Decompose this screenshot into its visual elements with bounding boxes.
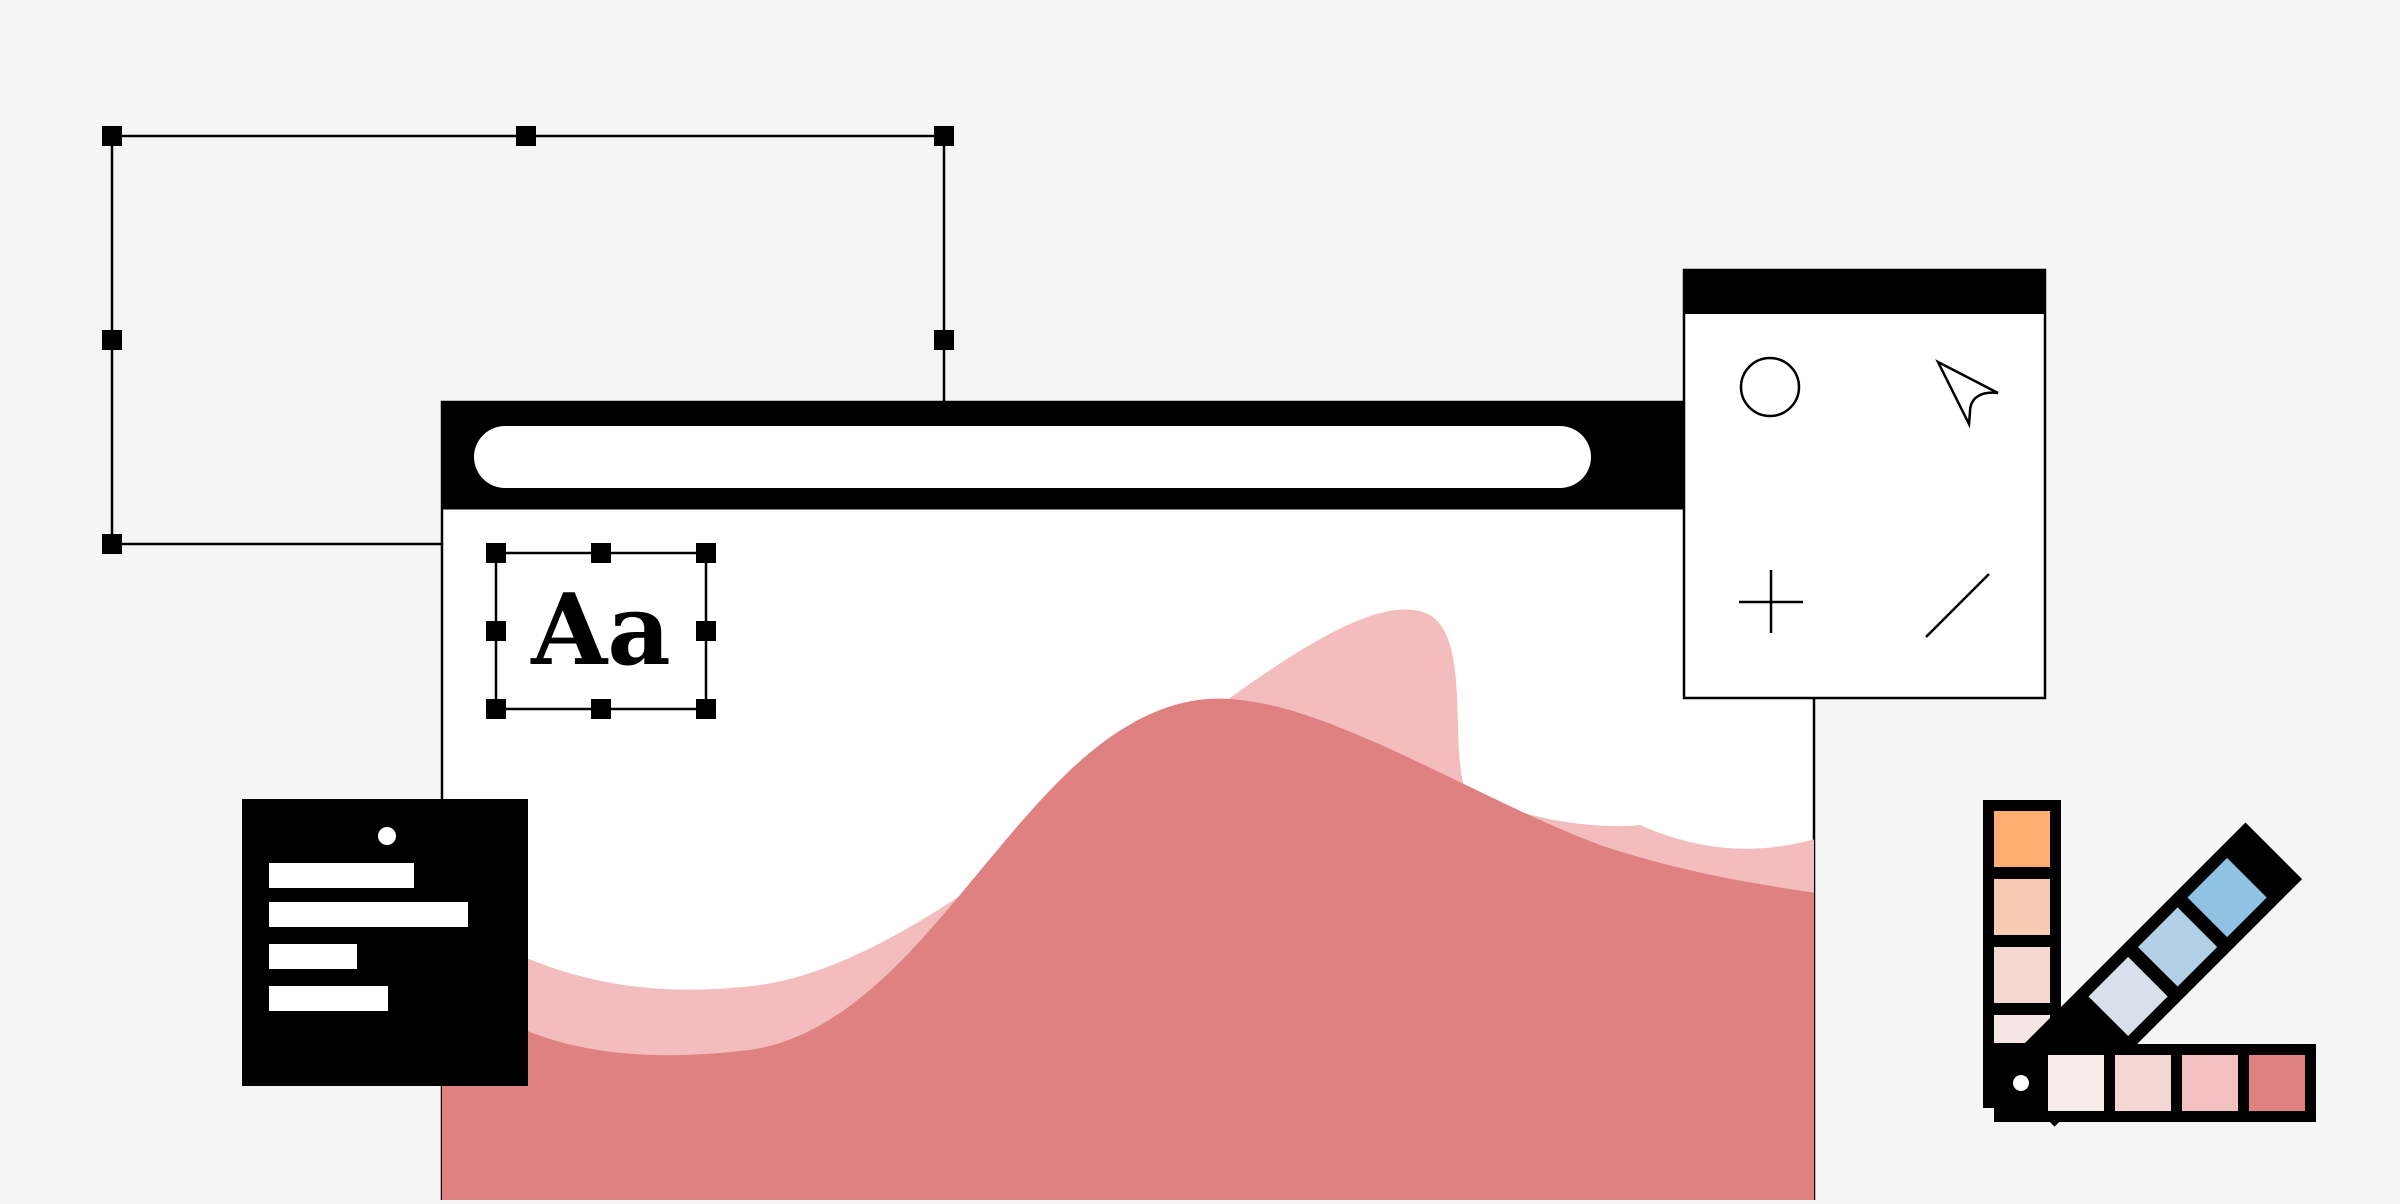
resize-handle-middle-right[interactable] <box>934 330 954 350</box>
plus-icon <box>1739 570 1803 633</box>
text-handle-top-left[interactable] <box>486 543 506 563</box>
resize-handle-top-left[interactable] <box>102 126 122 146</box>
swatch-peach[interactable] <box>1994 879 2050 935</box>
tool-palette <box>1682 268 2047 700</box>
color-swatch-fan <box>1983 800 2316 1127</box>
swatch-strip-horizontal[interactable] <box>1994 1044 2316 1122</box>
resize-handle-top-middle[interactable] <box>516 126 536 146</box>
text-handle-bottom-right[interactable] <box>696 699 716 719</box>
swatch-rose[interactable] <box>2182 1055 2238 1111</box>
address-bar[interactable] <box>474 426 1591 488</box>
swatch-cream[interactable] <box>2048 1055 2104 1111</box>
text-handle-top-right[interactable] <box>696 543 716 563</box>
note-pin-icon <box>378 827 396 845</box>
browser-window <box>440 400 1816 1204</box>
text-handle-bottom-middle[interactable] <box>591 699 611 719</box>
text-handle-bottom-left[interactable] <box>486 699 506 719</box>
text-selection-box[interactable]: Aa <box>486 543 716 719</box>
text-handle-top-middle[interactable] <box>591 543 611 563</box>
swatch-blush[interactable] <box>1994 947 2050 1003</box>
add-tool[interactable] <box>1739 570 1803 633</box>
select-tool[interactable] <box>1935 359 1999 429</box>
text-handle-middle-right[interactable] <box>696 621 716 641</box>
swatch-pivot-icon <box>2013 1075 2029 1091</box>
tool-palette-header <box>1684 270 2045 314</box>
landscape-waves <box>442 609 1814 1204</box>
note-card[interactable] <box>242 799 528 1086</box>
line-icon <box>1925 573 1990 638</box>
ellipse-tool[interactable] <box>1739 356 1801 418</box>
resize-handle-bottom-left[interactable] <box>102 534 122 554</box>
resize-handle-top-right[interactable] <box>934 126 954 146</box>
cursor-arrow-icon <box>1935 359 1999 429</box>
swatch-light-blue[interactable] <box>2138 907 2218 987</box>
circle-icon <box>1739 356 1801 418</box>
text-lines-icon <box>269 863 468 1011</box>
resize-handle-middle-left[interactable] <box>102 330 122 350</box>
text-sample-label: Aa <box>530 573 671 688</box>
text-handle-middle-left[interactable] <box>486 621 506 641</box>
swatch-coral[interactable] <box>2249 1055 2305 1111</box>
swatch-orange[interactable] <box>1994 811 2050 867</box>
wave-main <box>442 698 1814 1204</box>
line-tool[interactable] <box>1925 573 1990 638</box>
swatch-light-rose[interactable] <box>2115 1055 2171 1111</box>
